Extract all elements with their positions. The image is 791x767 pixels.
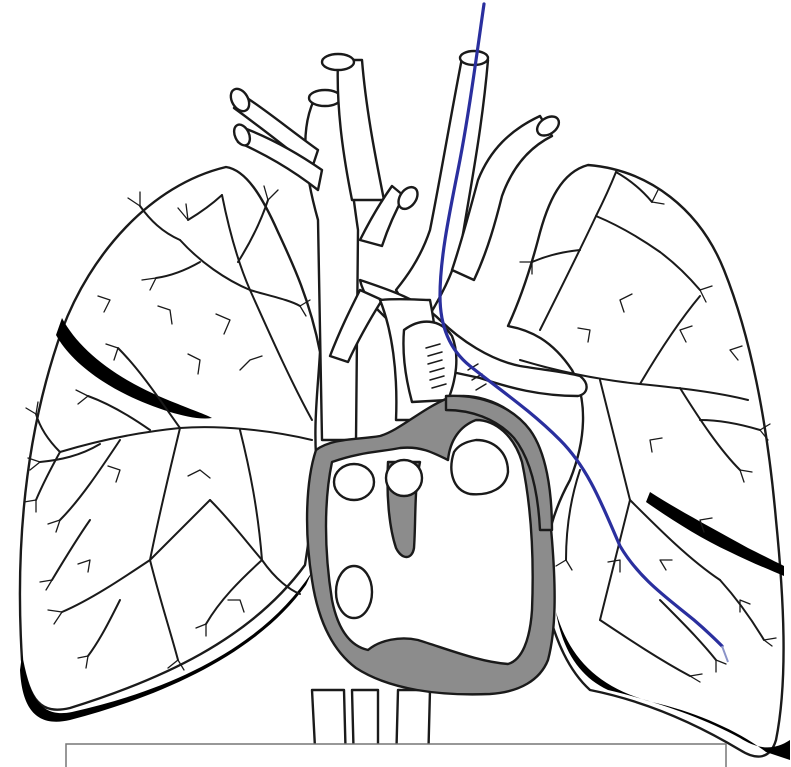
superior-vena-cava-top [309,90,341,106]
aortic-valve [386,460,422,496]
brachiocephalic-trunk-top [322,54,354,70]
label-box [66,744,726,767]
left-lung [508,165,790,760]
pulmonary-valve [334,464,374,500]
left-lung-outline [508,165,784,757]
aortic-root [403,322,456,402]
right-atrium-opening [336,566,372,618]
left-atrium [451,440,508,494]
heart [307,396,555,695]
right-lung [20,167,320,722]
